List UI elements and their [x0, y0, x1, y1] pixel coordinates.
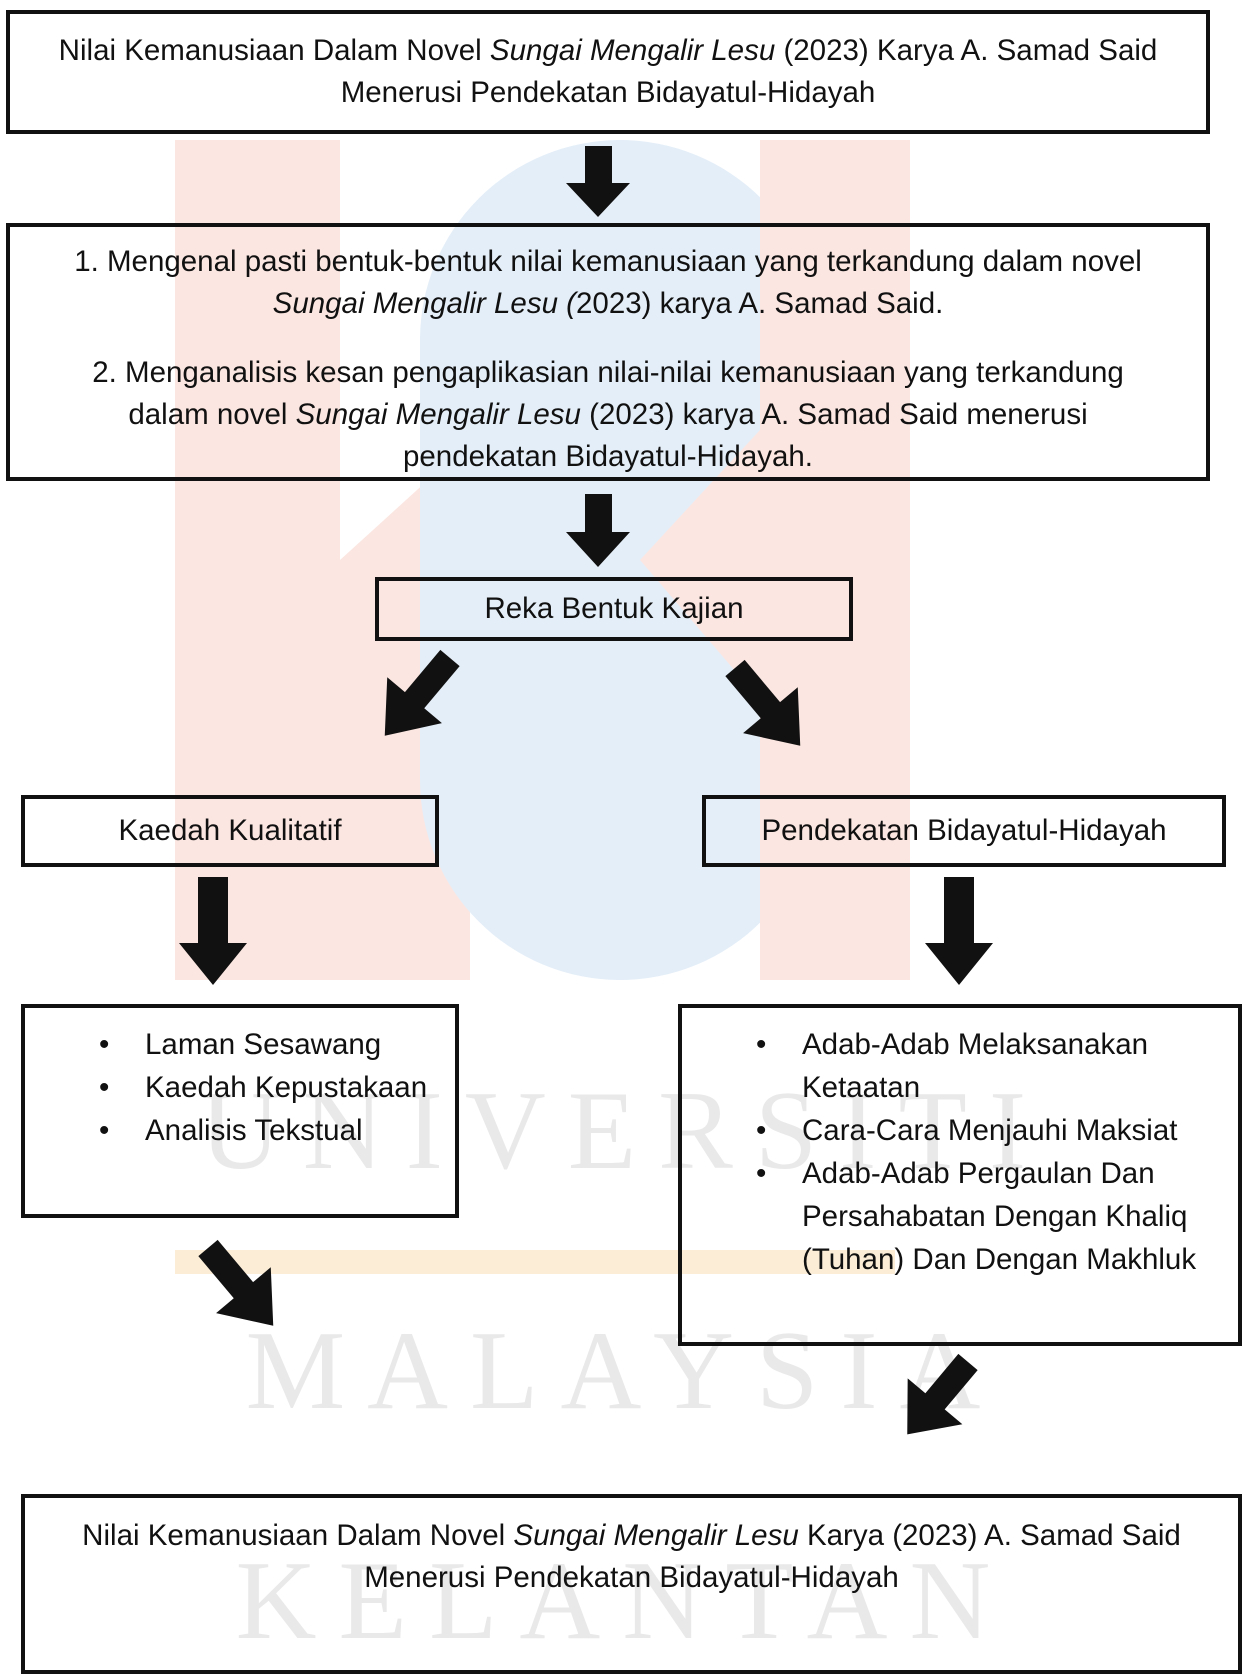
watermark-gold-bar — [175, 1250, 895, 1274]
list-item: •Adab-Adab Pergaulan Dan Persahabatan De… — [756, 1157, 1197, 1276]
objectives-box: 1. Mengenal pasti bentuk-bentuk nilai ke… — [6, 223, 1210, 481]
objective-1: 1. Mengenal pasti bentuk-bentuk nilai ke… — [74, 245, 1142, 320]
arrow-down-right-icon — [180, 1225, 301, 1349]
approach-label: Pendekatan Bidayatul-Hidayah — [761, 814, 1167, 847]
watermark-blue-shape — [420, 140, 820, 980]
qualitative-method-box: Kaedah Kualitatif — [21, 795, 439, 867]
research-design-label: Reka Bentuk Kajian — [484, 592, 744, 625]
research-design-box: Reka Bentuk Kajian — [375, 577, 853, 641]
watermark-red-shape — [175, 140, 660, 980]
qualitative-method-label: Kaedah Kualitatif — [118, 814, 342, 847]
novel-title: Sungai Mengalir Lesu — [489, 34, 776, 67]
list-item: •Adab-Adab Melaksanakan Ketaatan — [756, 1028, 1149, 1104]
watermark-text-line-1: UNIVERSITI — [199, 1069, 1049, 1193]
list-item: •Analisis Tekstual — [99, 1114, 363, 1147]
arrow-down-right-icon — [707, 645, 828, 769]
arrow-down-left-icon — [357, 635, 478, 759]
watermark-text-line-2: MALAYSIA — [245, 1309, 1003, 1433]
list-item: •Kaedah Kepustakaan — [99, 1071, 428, 1104]
list-item: •Cara-Cara Menjauhi Maksiat — [756, 1114, 1178, 1147]
title-text: Nilai Kemanusiaan Dalam Novel Sungai Men… — [58, 34, 1158, 109]
result-box: Nilai Kemanusiaan Dalam Novel Sungai Men… — [21, 1494, 1242, 1674]
arrow-down-icon — [566, 146, 630, 217]
method-list: •Laman Sesawang •Kaedah Kepustakaan •Ana… — [99, 1023, 435, 1152]
arrow-down-left-icon — [879, 1339, 996, 1458]
approach-list: •Adab-Adab Melaksanakan Ketaatan •Cara-C… — [756, 1023, 1228, 1281]
approach-list-box: •Adab-Adab Melaksanakan Ketaatan •Cara-C… — [678, 1004, 1242, 1346]
title-box: Nilai Kemanusiaan Dalam Novel Sungai Men… — [6, 10, 1210, 134]
approach-box: Pendekatan Bidayatul-Hidayah — [702, 795, 1226, 867]
arrow-down-icon — [566, 494, 630, 567]
watermark-red-shape-right — [640, 140, 910, 980]
method-list-box: •Laman Sesawang •Kaedah Kepustakaan •Ana… — [21, 1004, 459, 1218]
arrow-down-icon — [925, 877, 993, 985]
list-item: •Laman Sesawang — [99, 1028, 382, 1061]
result-text: Nilai Kemanusiaan Dalam Novel Sungai Men… — [82, 1519, 1181, 1594]
objective-2: 2. Menganalisis kesan pengaplikasian nil… — [92, 356, 1124, 473]
watermark-text-line-3: KELANTAN — [235, 1539, 1013, 1663]
arrow-down-icon — [179, 877, 247, 985]
